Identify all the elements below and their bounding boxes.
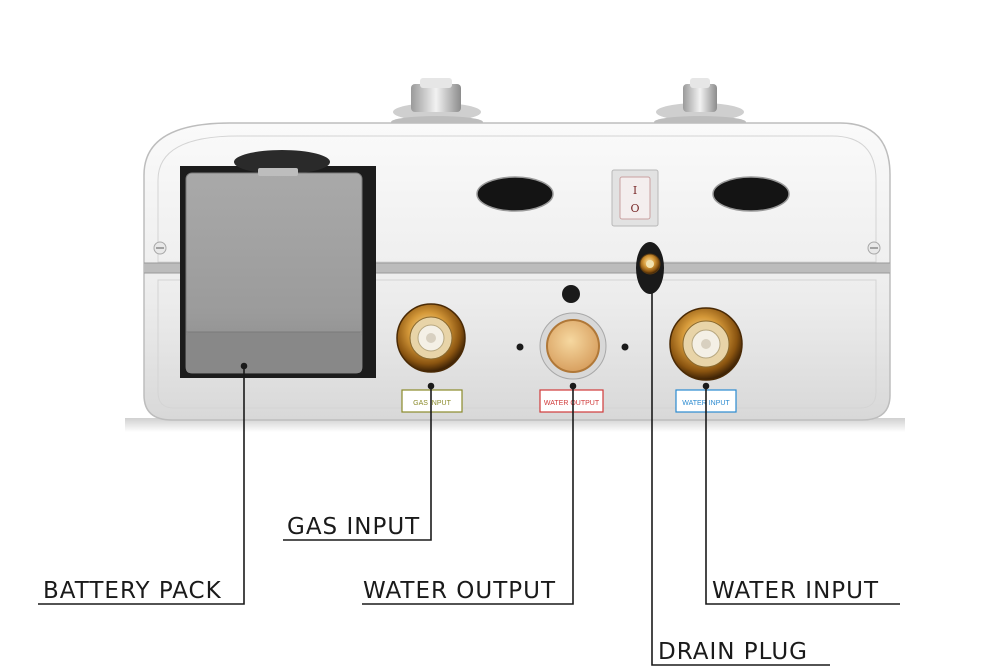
water-input-fitting [669,307,743,381]
right-pin-hole [621,343,629,351]
leader-line-gas-input [283,386,432,541]
leader-line-battery-pack [38,366,245,605]
water-output-fitting [539,312,607,380]
right-vent-hole [712,176,790,212]
left-knob [391,78,483,128]
callout-battery-pack: BATTERY PACK [43,578,222,604]
battery-pack [185,168,363,374]
callout-water-output: WATER OUTPUT [363,578,556,604]
left-vent-hole [476,176,554,212]
center-hole [562,285,580,303]
right-screw-icon [867,241,881,255]
water-output-tag: WATER OUTPUT [539,389,604,413]
gas-input-fitting [396,303,466,373]
callout-gas-input: GAS INPUT [287,514,420,540]
gas-input-tag: GAS INPUT [401,389,463,413]
body-seam [144,263,890,273]
right-knob [654,78,746,128]
leader-line-water-input [705,386,900,605]
callout-drain-plug: DRAIN PLUG [658,639,808,665]
floor-shadow [125,418,905,432]
leader-line-water-output [362,386,574,605]
power-switch: I O [611,169,659,227]
switch-off-mark: O [630,202,639,215]
drain-plug [636,242,664,294]
callout-water-input: WATER INPUT [712,578,879,604]
water-output-tag-text: WATER OUTPUT [544,400,600,407]
leader-line-drain-plug [651,288,830,666]
gas-input-tag-text: GAS INPUT [413,400,451,407]
left-screw-icon [153,241,167,255]
switch-on-mark: I [633,184,637,197]
left-pin-hole [516,343,524,351]
